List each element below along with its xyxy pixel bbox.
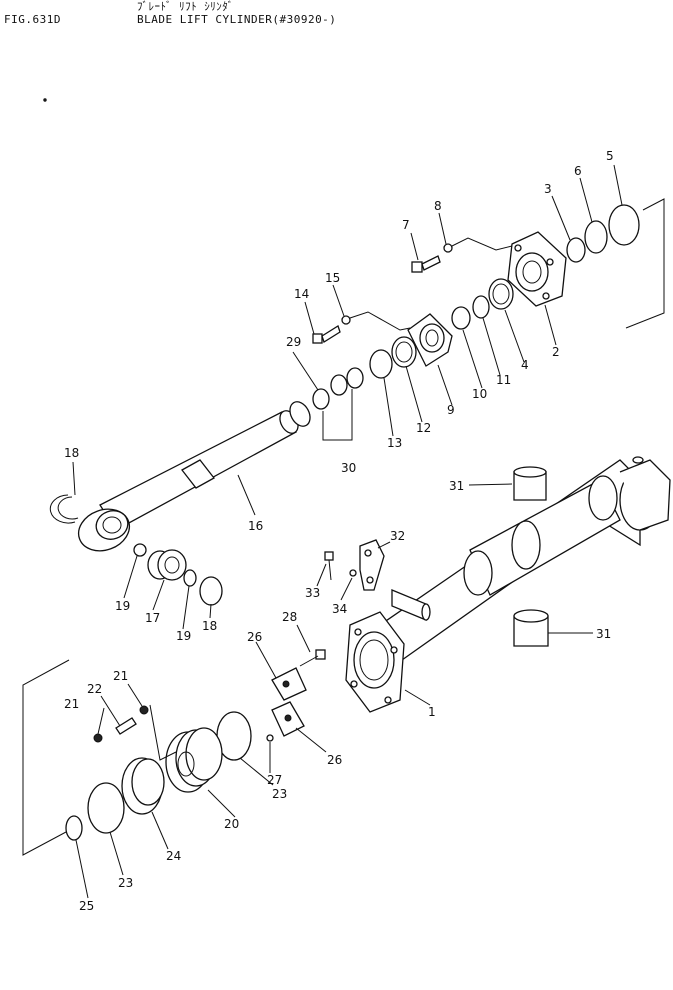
label-28: 28	[282, 610, 297, 624]
speck	[43, 98, 47, 102]
diagram-title: BLADE LIFT CYLINDER(#30920-)	[137, 13, 337, 26]
bolt-14	[312, 325, 341, 344]
bracket-piston-mid	[149, 704, 177, 761]
snap-ring-13	[369, 349, 393, 379]
label-26: 26	[247, 630, 262, 644]
label-10: 10	[472, 387, 487, 401]
label-24: 24	[166, 849, 181, 863]
ring-25	[65, 815, 83, 841]
label-7: 7	[402, 218, 410, 232]
label-6: 6	[574, 164, 582, 178]
label-16: 16	[248, 519, 263, 533]
plate-32	[359, 539, 385, 591]
snap-ring-18-top	[49, 494, 79, 524]
washer-8	[443, 243, 453, 253]
label-25: 25	[79, 899, 94, 913]
leader-lines	[72, 164, 623, 899]
half-ring-26-upper	[271, 667, 307, 701]
ring-10	[451, 306, 471, 330]
ring-30b	[346, 367, 364, 389]
part-numbers: 1 2 3 4 5 6 7 8 9 10 11 12 13 14 15 16 1…	[64, 149, 614, 913]
label-22: 22	[87, 682, 102, 696]
label-18: 18	[64, 446, 79, 460]
label-1: 1	[428, 705, 436, 719]
label-9: 9	[447, 403, 455, 417]
label-32: 32	[390, 529, 405, 543]
needle-bearing-12	[391, 336, 417, 368]
label-31b: 31	[596, 627, 611, 641]
label-29: 29	[286, 335, 301, 349]
label-2: 2	[552, 345, 560, 359]
label-12: 12	[416, 421, 431, 435]
leader-15	[349, 311, 411, 331]
label-19: 19	[115, 599, 130, 613]
label-3: 3	[544, 182, 552, 196]
bolt-28	[299, 649, 326, 667]
label-27: 27	[267, 773, 282, 787]
fitting-22	[115, 717, 137, 735]
label-4: 4	[521, 358, 529, 372]
bolt-33	[324, 551, 334, 581]
leader-8	[451, 237, 513, 251]
cylinder-tube-1	[345, 456, 671, 713]
ring-6	[584, 220, 608, 254]
label-20: 20	[224, 817, 239, 831]
label-17: 17	[145, 611, 160, 625]
ring-29	[312, 388, 330, 410]
label-11: 11	[496, 373, 511, 387]
ring-19-right	[183, 569, 197, 587]
bracket-piston-left	[22, 659, 70, 856]
label-23b: 23	[118, 876, 133, 890]
ring-30a	[330, 374, 348, 396]
bearing-4	[488, 278, 514, 310]
label-19b: 19	[176, 629, 191, 643]
ring-23-lower	[87, 782, 125, 834]
screw-27	[266, 734, 274, 742]
plug-21-left	[93, 733, 103, 743]
label-8: 8	[434, 199, 442, 213]
bracket-30	[322, 389, 353, 441]
label-23: 23	[272, 787, 287, 801]
bolt-7	[411, 255, 441, 273]
label-21b: 21	[64, 697, 79, 711]
half-ring-26-lower	[271, 701, 305, 737]
label-34: 34	[332, 602, 347, 616]
ring-19-left	[133, 543, 147, 557]
bracket-head	[625, 198, 665, 329]
label-30: 30	[341, 461, 356, 475]
piston-20	[165, 727, 223, 793]
plug-21-right	[139, 705, 149, 715]
label-31: 31	[449, 479, 464, 493]
label-33: 33	[305, 586, 320, 600]
ring-11	[472, 295, 490, 319]
bushing-31-bottom	[513, 609, 549, 647]
ring-3	[566, 237, 586, 263]
washer-15	[341, 315, 351, 325]
rod-cover-9	[407, 313, 453, 367]
o-ring-5	[608, 204, 640, 246]
cylinder-head-2	[507, 231, 567, 307]
label-13: 13	[387, 436, 402, 450]
label-21: 21	[113, 669, 128, 683]
label-14: 14	[294, 287, 309, 301]
washer-34	[349, 569, 357, 577]
snap-ring-18-bottom	[199, 576, 223, 606]
label-5: 5	[606, 149, 614, 163]
piston-rod	[77, 401, 311, 552]
label-26b: 26	[327, 753, 342, 767]
bushing-31-top	[513, 466, 547, 501]
diagram-subtitle-jp: ﾌﾞﾚｰﾄﾞ ﾘﾌﾄ ｼﾘﾝﾀﾞ	[137, 0, 234, 13]
label-18b: 18	[202, 619, 217, 633]
wear-ring-24	[121, 757, 165, 815]
bushing	[147, 549, 187, 581]
label-15: 15	[325, 271, 340, 285]
figure-id: FIG.631D	[4, 13, 61, 26]
